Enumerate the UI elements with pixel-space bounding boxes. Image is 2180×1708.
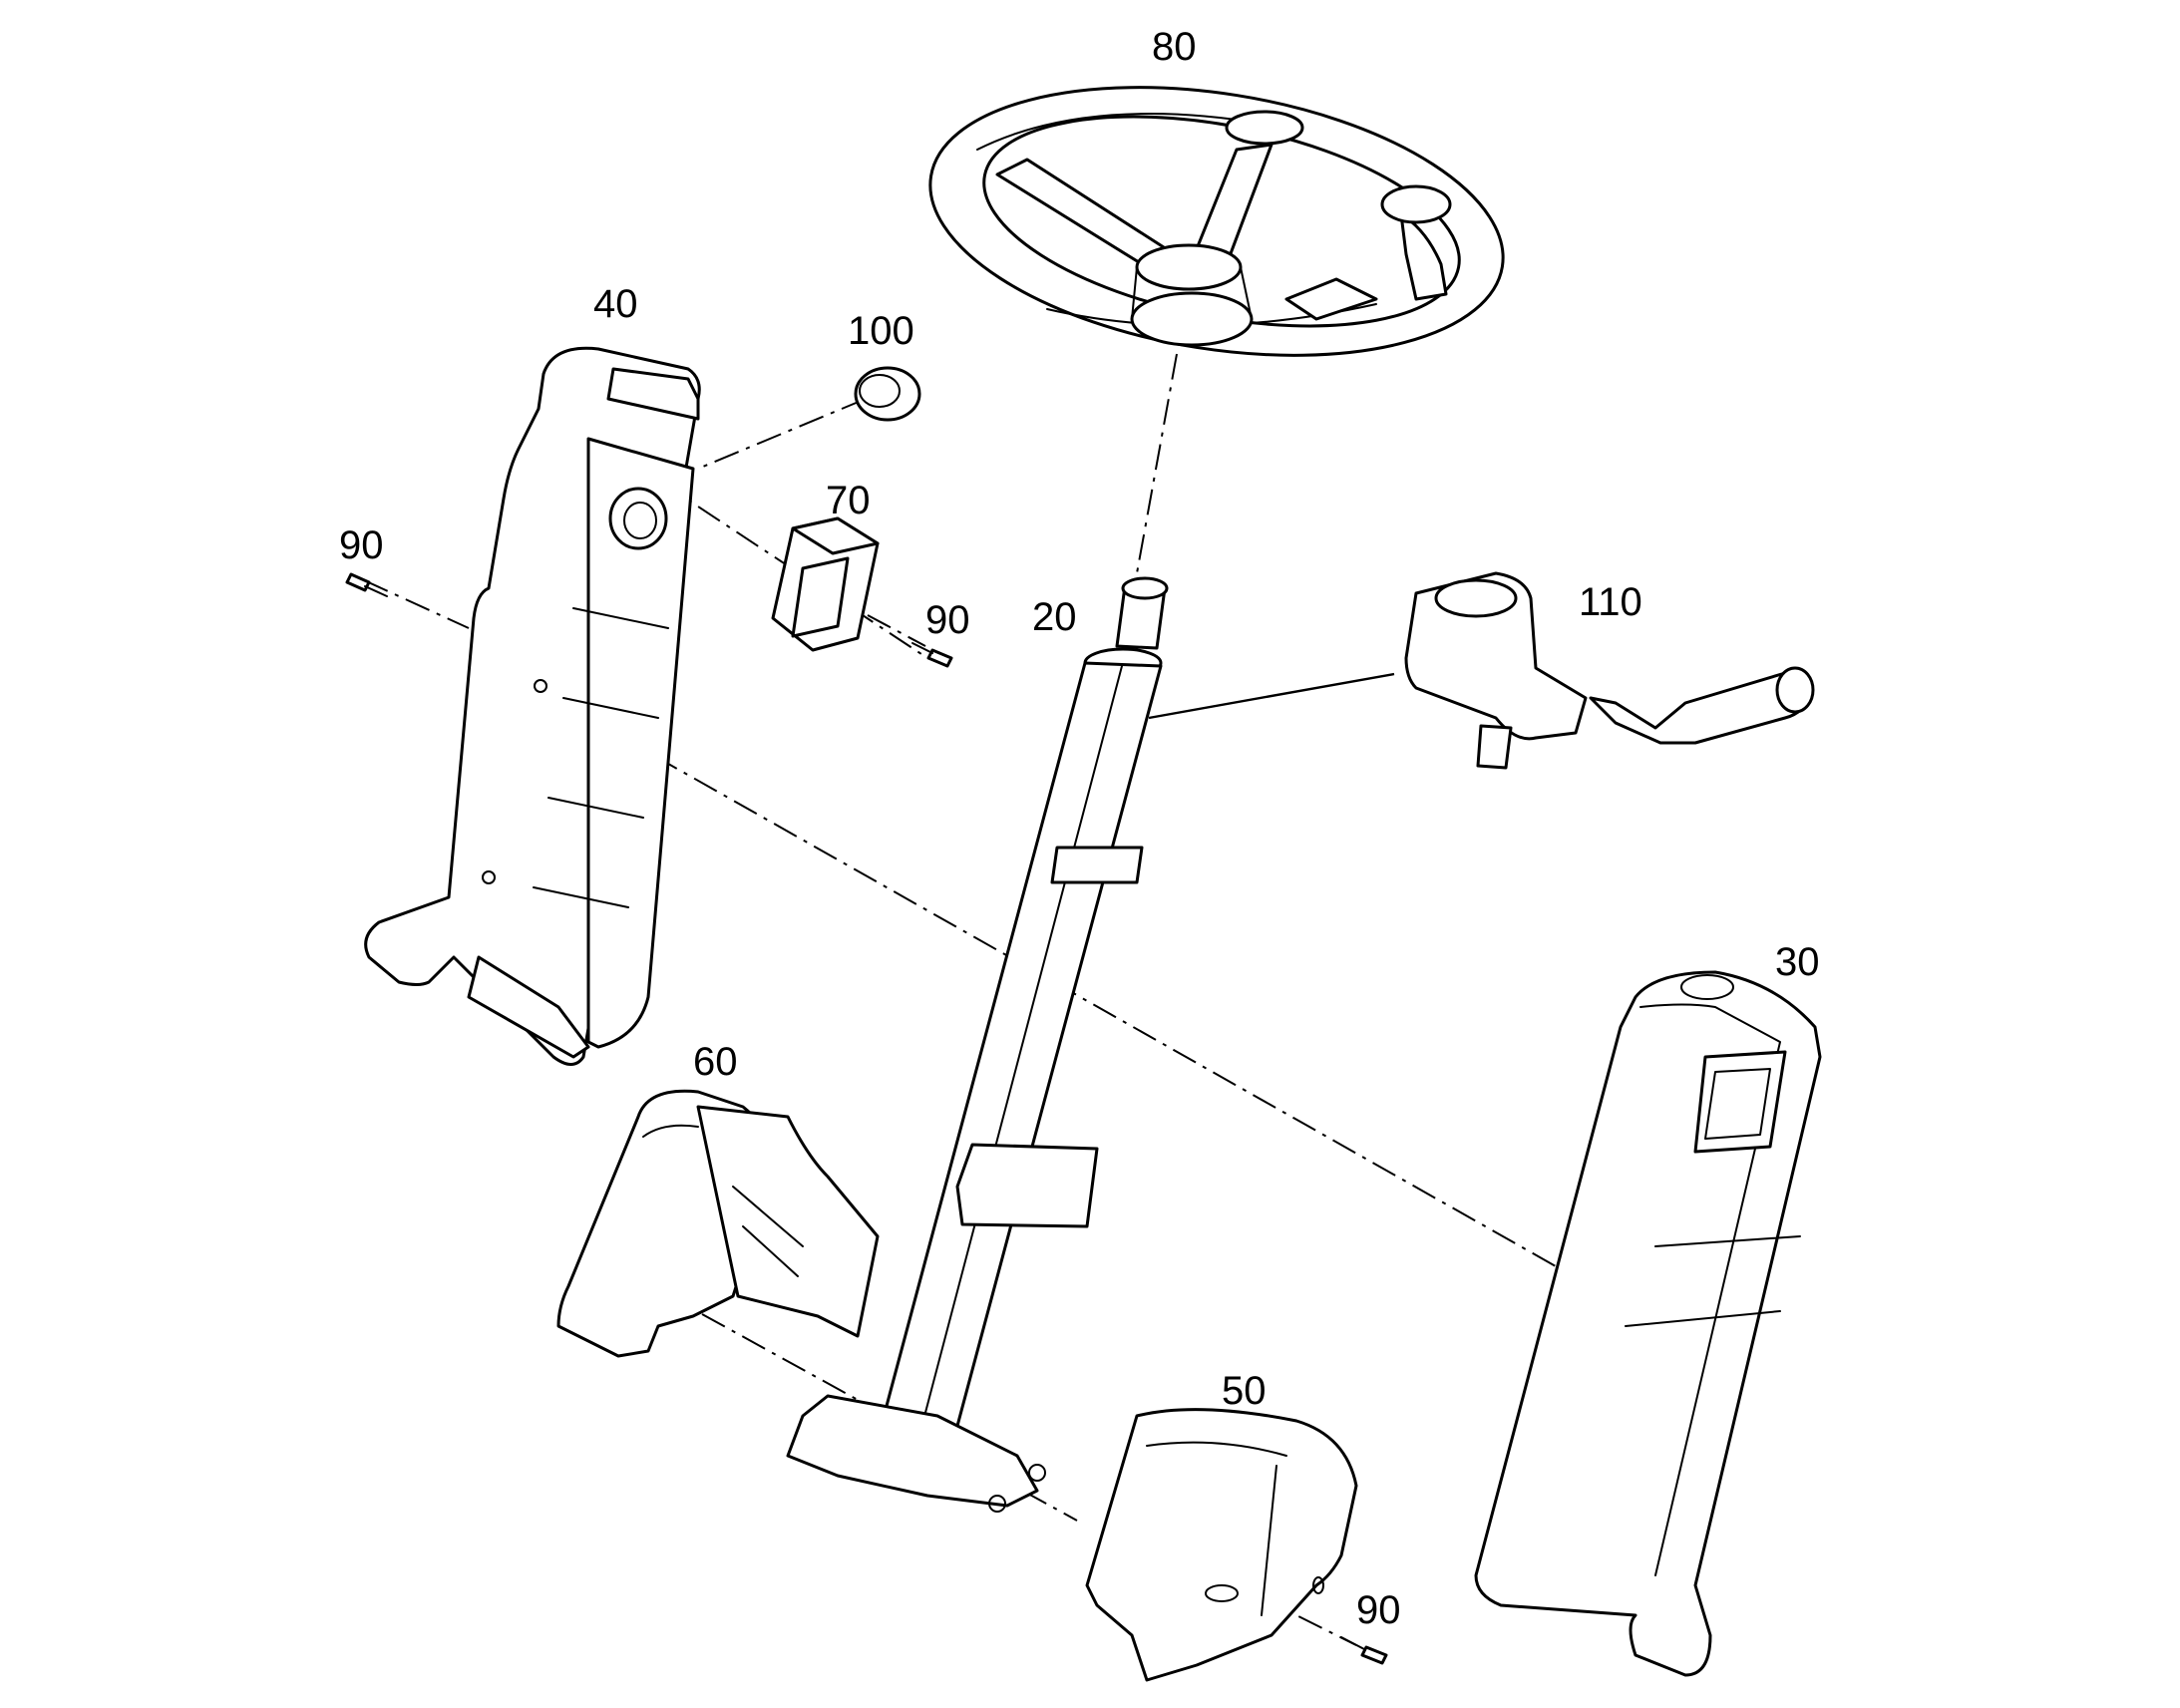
panel-40-inner-frame [586, 437, 695, 1049]
callout-70: 70 [826, 479, 871, 522]
screw-left-shaft [364, 585, 388, 597]
bushing-ring [854, 366, 921, 422]
screw-bottom-shaft [1340, 1636, 1365, 1650]
column-base-hole [1028, 1464, 1046, 1482]
cover-60-inner [696, 1105, 880, 1338]
axis-wheel-to-shaft [1136, 353, 1178, 574]
axis-screw-mid [867, 614, 926, 647]
panel-40-foot [467, 955, 590, 1059]
switch-110-ring [1434, 578, 1518, 618]
screw-mid-shaft [911, 642, 933, 654]
cover-30-bands [1625, 1235, 1801, 1327]
column-mid-bracket [955, 1143, 1099, 1228]
front-lower-cover [1085, 1408, 1358, 1682]
wheel-spoke-right [1284, 277, 1378, 321]
housing-70-face [791, 556, 850, 638]
column-upper-bracket [1050, 846, 1144, 884]
callout-90-bottom: 90 [1356, 1588, 1401, 1632]
left-side-panel [364, 346, 701, 1066]
callout-90-mid: 90 [925, 598, 970, 642]
combination-switch [1404, 571, 1815, 770]
switch-110-pin [1476, 724, 1513, 770]
screw-left [345, 572, 388, 597]
callout-110: 110 [1579, 580, 1642, 624]
cover-30-top-opening [1680, 974, 1734, 1000]
bushing-outer [854, 366, 921, 422]
callout-80: 80 [1152, 25, 1197, 69]
callout-30: 30 [1775, 940, 1820, 984]
screw-mid [911, 642, 953, 668]
bushing-inner [859, 374, 901, 408]
cover-60-ribs [732, 1186, 804, 1277]
rear-column-cover [1474, 970, 1822, 1677]
switch-110-tip [1775, 666, 1815, 714]
cover-50-crease [1146, 1441, 1287, 1457]
housing-70-top [791, 516, 880, 555]
screw-mid-head [926, 648, 953, 668]
steering-wheel [928, 86, 1505, 357]
callout-60: 60 [693, 1040, 738, 1084]
panel-40-ribs [533, 607, 669, 908]
wheel-hub-base [1130, 291, 1254, 347]
callout-40: 40 [593, 282, 638, 326]
wheel-hub-top [1135, 243, 1243, 291]
callout-100: 100 [848, 309, 914, 353]
wheel-knob-cap [1380, 184, 1452, 224]
column-base-hole-2 [988, 1495, 1006, 1513]
cover-30-crease [1639, 1003, 1781, 1576]
switch-110-body [1404, 571, 1588, 741]
cover-50-screw-hole [1205, 1584, 1239, 1602]
axis-screw-left [363, 579, 470, 629]
panel-40-mount-hole-inner [623, 502, 657, 539]
wheel-hub-upper [1225, 110, 1304, 146]
cover-30-switch-window [1693, 1050, 1787, 1154]
cover-50-shell [1085, 1408, 1358, 1682]
column-top-cap [1121, 576, 1169, 600]
front-upper-cover [556, 1089, 880, 1358]
leader-110 [1148, 672, 1395, 720]
screw-bottom [1340, 1636, 1388, 1665]
switch-housing [771, 516, 880, 652]
callout-50: 50 [1222, 1369, 1267, 1413]
screw-bottom-head [1360, 1645, 1388, 1665]
panel-40-pin [534, 679, 547, 693]
panel-40-mount-hole [608, 487, 668, 550]
steering-column [786, 576, 1169, 1513]
panel-40-pin-lower [482, 870, 496, 884]
callout-20: 20 [1032, 595, 1077, 639]
column-base-plate [786, 1394, 1039, 1508]
callout-90-left: 90 [339, 523, 384, 567]
axis-bushing-to-panel [697, 398, 867, 470]
cover-30-window-inner [1704, 1068, 1771, 1140]
screw-left-head [345, 572, 371, 592]
column-tube-edge [921, 665, 1123, 1425]
cover-60-crease [642, 1124, 699, 1138]
cover-50-edge [1261, 1465, 1277, 1616]
cover-50-small-hole [1312, 1576, 1324, 1594]
wheel-hub-sides [1131, 266, 1253, 320]
panel-40-top-flange [606, 367, 700, 421]
